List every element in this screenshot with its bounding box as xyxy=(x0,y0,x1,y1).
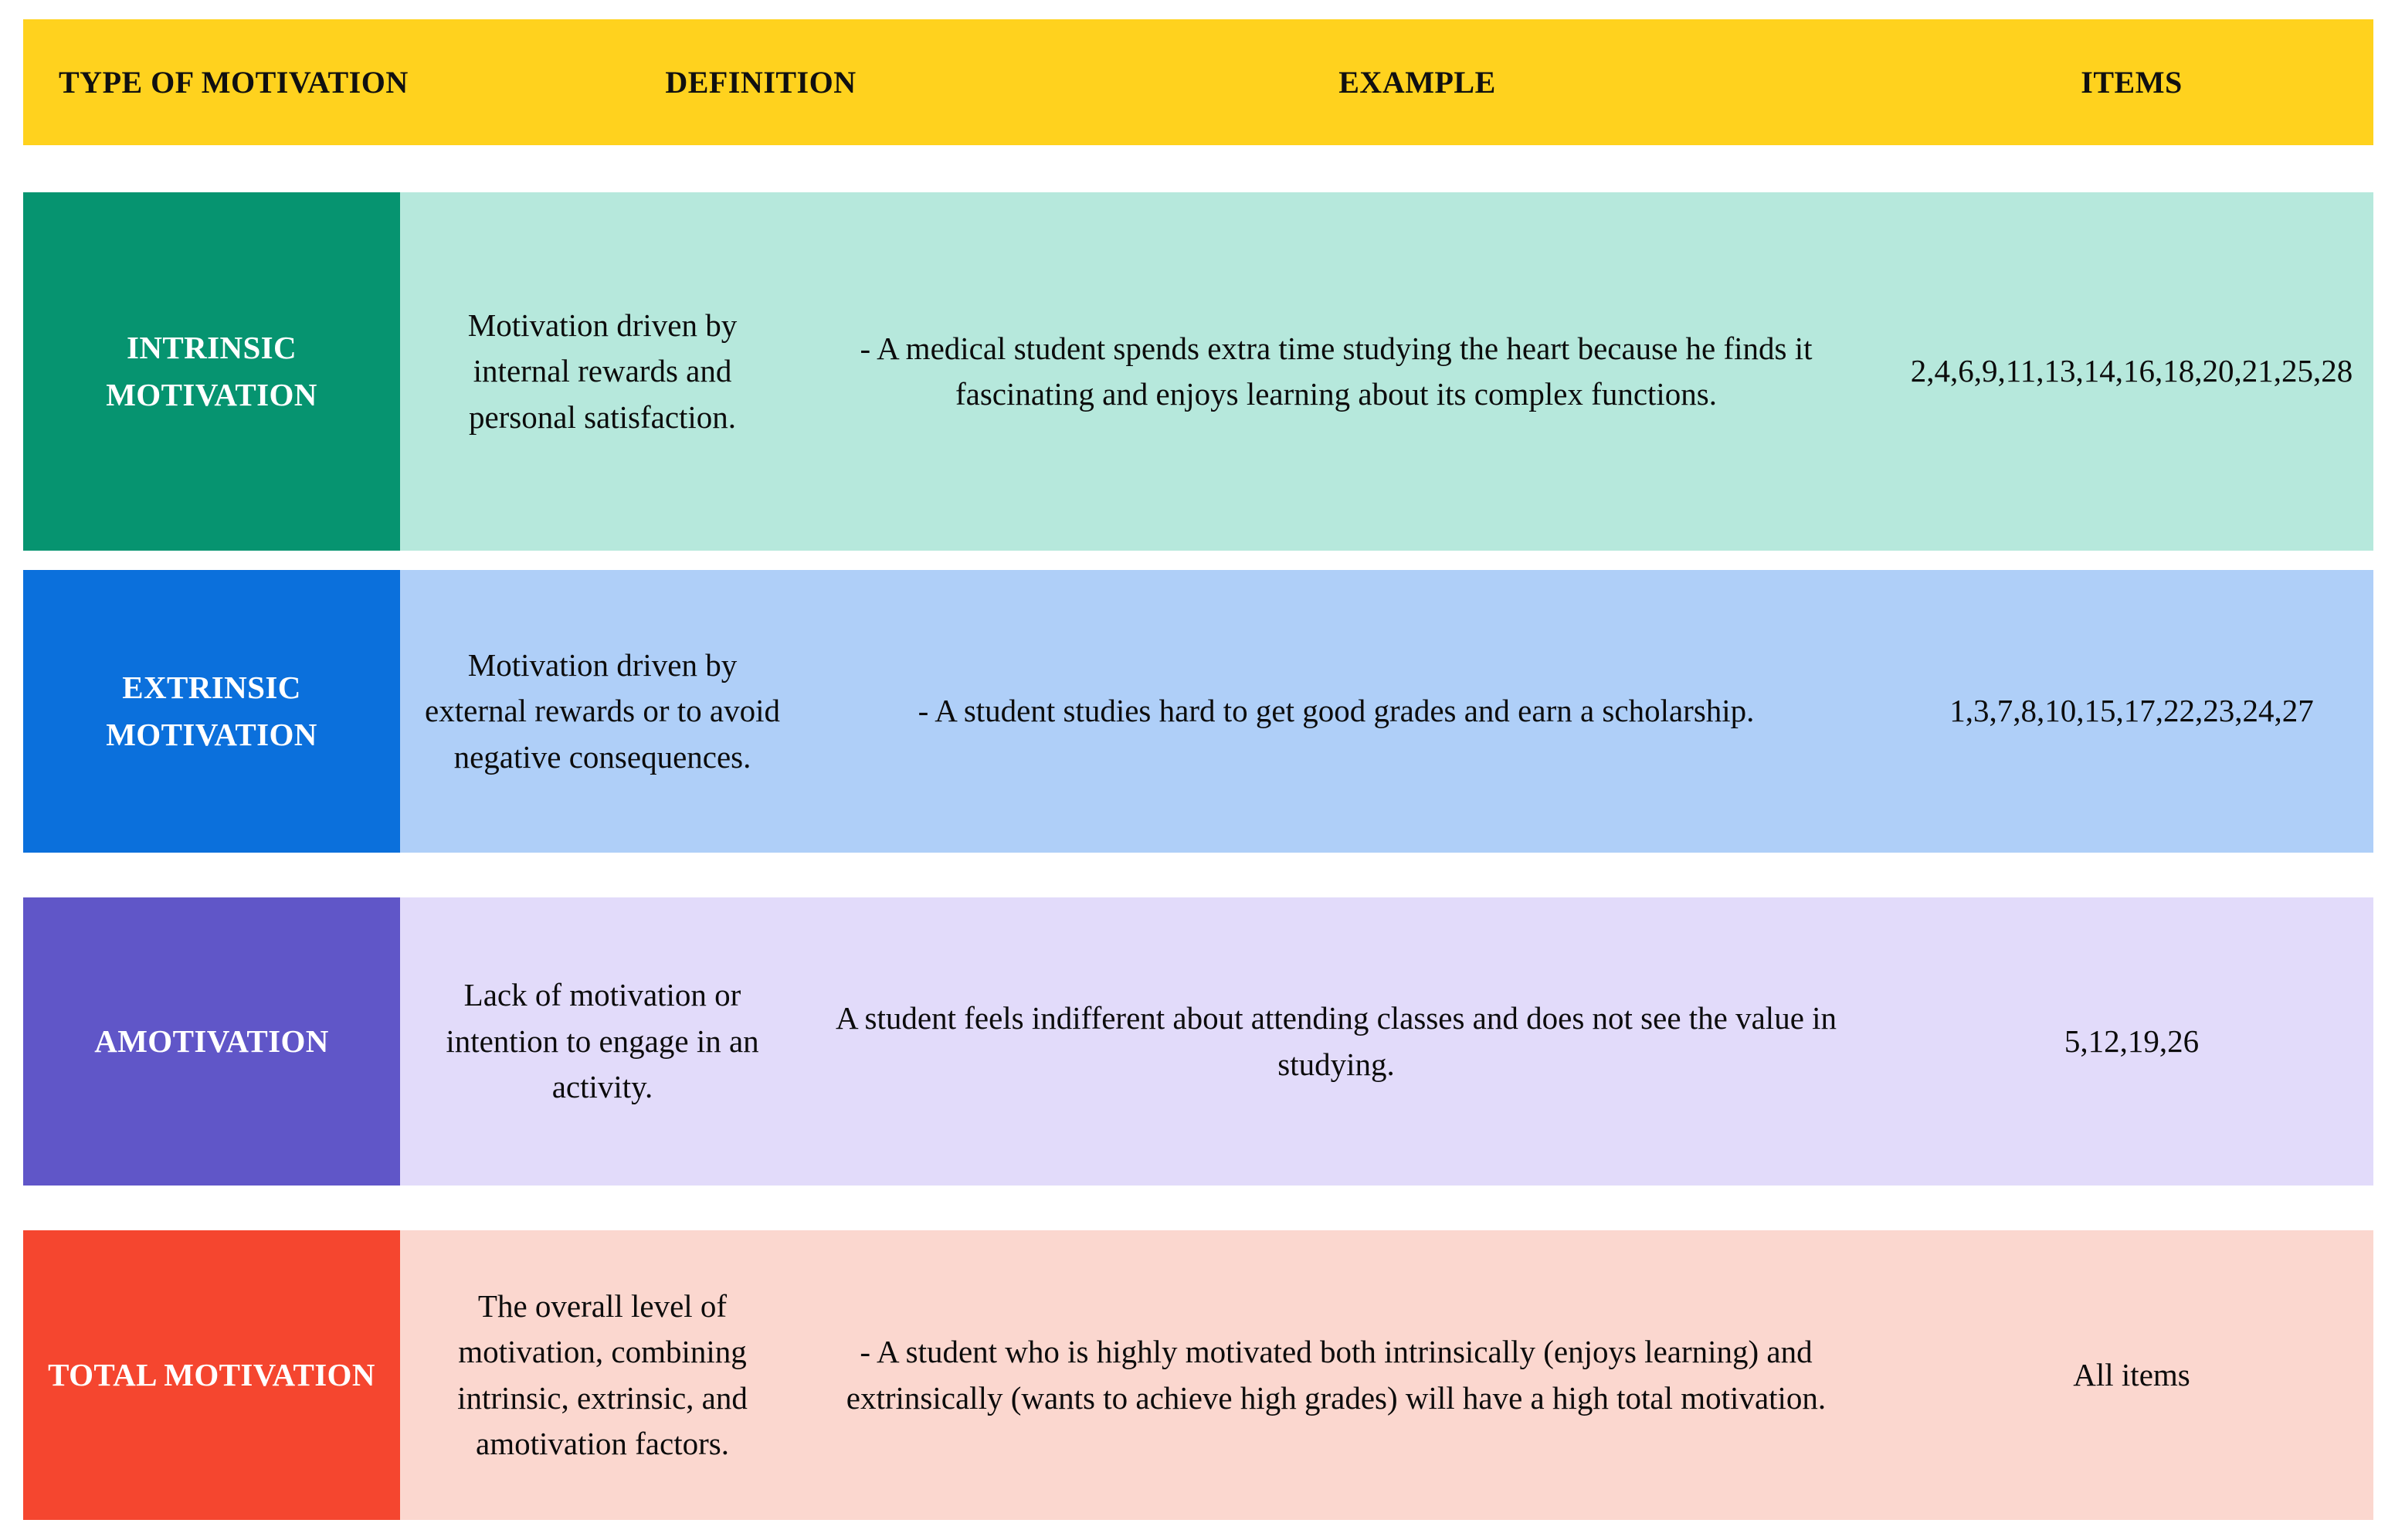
table-row: EXTRINSIC MOTIVATION Motivation driven b… xyxy=(23,570,2373,853)
row-type-swatch: TOTAL MOTIVATION xyxy=(23,1230,400,1520)
table-row: TOTAL MOTIVATION The overall level of mo… xyxy=(23,1230,2373,1520)
row-example-cell: A student feels indifferent about attend… xyxy=(796,897,1877,1186)
row-definition-cell: The overall level of motivation, combini… xyxy=(425,1230,780,1520)
row-definition-text: The overall level of motivation, combini… xyxy=(457,1287,748,1461)
row-definition-text: Lack of motivation or intention to engag… xyxy=(446,977,759,1105)
row-items-cell: 5,12,19,26 xyxy=(1884,897,2379,1186)
row-definition-cell: Lack of motivation or intention to engag… xyxy=(425,897,780,1186)
row-items-text: 5,12,19,26 xyxy=(2064,1023,2200,1059)
row-items-text: All items xyxy=(2073,1356,2190,1392)
table-header-row: TYPE OF MOTIVATION DEFINITION EXAMPLE IT… xyxy=(23,19,2373,145)
row-example-cell: - A student who is highly motivated both… xyxy=(796,1230,1877,1520)
row-type-swatch: AMOTIVATION xyxy=(23,897,400,1186)
row-type-label: AMOTIVATION xyxy=(94,1023,329,1060)
table-row: INTRINSIC MOTIVATION Motivation driven b… xyxy=(23,192,2373,551)
row-example-cell: - A student studies hard to get good gra… xyxy=(796,570,1877,853)
row-background xyxy=(23,192,2373,551)
column-header-items: ITEMS xyxy=(2081,65,2183,100)
row-items-cell: 2,4,6,9,11,13,14,16,18,20,21,25,28 xyxy=(1884,192,2379,551)
row-items-text: 2,4,6,9,11,13,14,16,18,20,21,25,28 xyxy=(1910,353,2353,389)
row-type-swatch: EXTRINSIC MOTIVATION xyxy=(23,570,400,853)
row-type-label: EXTRINSIC MOTIVATION xyxy=(106,670,317,752)
row-example-text: - A medical student spends extra time st… xyxy=(860,330,1813,412)
row-background xyxy=(23,1230,2373,1520)
row-type-label: TOTAL MOTIVATION xyxy=(48,1357,375,1393)
table-row: AMOTIVATION Lack of motivation or intent… xyxy=(23,897,2373,1186)
column-header-definition: DEFINITION xyxy=(665,65,857,100)
row-example-text: - A student studies hard to get good gra… xyxy=(918,693,1755,729)
row-definition-cell: Motivation driven by internal rewards an… xyxy=(425,192,780,551)
row-items-cell: All items xyxy=(1884,1230,2379,1520)
row-items-cell: 1,3,7,8,10,15,17,22,23,24,27 xyxy=(1884,570,2379,853)
column-header-example: EXAMPLE xyxy=(1338,65,1496,100)
row-background xyxy=(23,570,2373,853)
row-example-text: - A student who is highly motivated both… xyxy=(846,1334,1827,1416)
row-definition-text: Motivation driven by internal rewards an… xyxy=(467,307,738,435)
row-background xyxy=(23,897,2373,1186)
row-items-text: 1,3,7,8,10,15,17,22,23,24,27 xyxy=(1949,693,2314,729)
row-definition-text: Motivation driven by external rewards or… xyxy=(425,646,780,775)
column-header-type-of-motivation: TYPE OF MOTIVATION xyxy=(59,65,409,100)
row-example-cell: - A medical student spends extra time st… xyxy=(796,192,1877,551)
row-definition-cell: Motivation driven by external rewards or… xyxy=(425,570,780,853)
row-example-text: A student feels indifferent about attend… xyxy=(835,1000,1837,1082)
row-type-swatch: INTRINSIC MOTIVATION xyxy=(23,192,400,551)
row-type-label: INTRINSIC MOTIVATION xyxy=(106,330,317,412)
